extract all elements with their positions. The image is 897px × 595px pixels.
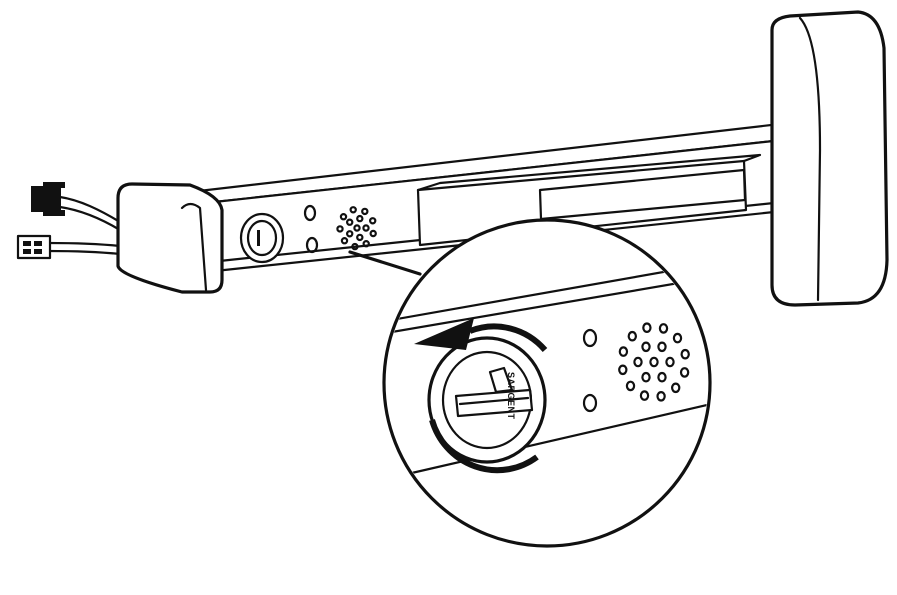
connector-upper-latch-bottom (43, 210, 65, 216)
key: SARGENT (454, 366, 534, 420)
zoom-speaker-dot (656, 390, 666, 402)
connector-lower-pin-2 (34, 241, 42, 246)
key-blade (488, 366, 514, 394)
rail-speaker-dot (362, 239, 370, 248)
rail-speaker-dot (340, 236, 349, 245)
zoom-speaker-dot (627, 330, 638, 342)
rail-hole-lower (305, 236, 319, 254)
rail-speaker-dot (356, 233, 364, 242)
zoom-hole-upper (582, 328, 598, 348)
connector-lower-body (16, 234, 52, 260)
zoom-speaker-dot (672, 332, 683, 344)
zoom-speaker-dot (680, 348, 690, 360)
zoom-speaker-dot (657, 341, 667, 353)
wire-upper-1 (58, 195, 122, 224)
zoom-speaker-dot (679, 367, 690, 378)
wire-lower-1 (46, 241, 122, 248)
zoom-speaker-dot (665, 356, 675, 368)
wire-harness (46, 195, 122, 256)
rail-hole-upper (303, 204, 317, 222)
zoom-rail-bottom-edge (388, 400, 708, 480)
key-ridge (458, 396, 530, 406)
connector-upper-body (31, 186, 61, 212)
zoom-hole-lower (582, 393, 598, 413)
arrow-upper-arc (468, 323, 548, 352)
rail-speaker-dot (362, 224, 370, 232)
end-cap-body (116, 182, 224, 294)
zoom-speaker-dot-center (649, 356, 659, 368)
left-end-cap (116, 182, 224, 294)
rail-speaker-dot (346, 218, 354, 226)
rail-speaker-dot (351, 242, 359, 251)
rail-cylinder-inner (246, 219, 278, 257)
connector-lower-pin-3 (23, 249, 31, 254)
rail-speaker-dot (339, 212, 348, 221)
zoom-speaker-dot (625, 380, 636, 392)
arrow-lower-arc (429, 419, 539, 474)
zoom-speaker-dot (642, 322, 652, 333)
right-end-cap (770, 10, 889, 307)
callout-leader-line (348, 250, 422, 276)
zoom-speaker-dot (639, 390, 650, 401)
connector-lower (16, 234, 52, 260)
key-brand-label: SARGENT (506, 372, 516, 420)
rail-speaker-dot (356, 214, 364, 223)
magnified-callout: SARGENT (382, 218, 712, 548)
key-bow (454, 388, 534, 418)
zoom-speaker-dot (657, 371, 667, 383)
rail-speaker-dot (361, 207, 369, 216)
zoom-speaker-dot (641, 341, 651, 353)
rotation-arrow (414, 318, 548, 474)
zoom-speaker-dot (641, 371, 651, 383)
push-pad-top-edge (416, 153, 762, 192)
zoom-speaker-dot (671, 382, 681, 394)
zoom-speaker-dot (633, 356, 643, 368)
zoom-speaker-dot (618, 364, 628, 376)
rail-keyway (257, 230, 260, 246)
zoom-speaker-dot (658, 323, 669, 334)
arrow-head (414, 318, 474, 350)
rail-screw-holes (303, 204, 319, 254)
push-pad-inner-panel (538, 168, 747, 221)
rail-cylinder (239, 212, 285, 264)
rail-speaker-dot (369, 217, 377, 225)
rail-speaker-dot (349, 206, 357, 214)
wire-upper-2 (58, 205, 122, 232)
connector-lower-pin-4 (34, 249, 42, 254)
rail-speaker-dot-center (353, 224, 361, 232)
connector-upper-latch (43, 182, 65, 188)
connector-upper (31, 182, 65, 216)
rail-speaker-dot (336, 225, 344, 233)
zoom-speaker-grille (618, 322, 690, 402)
connector-lower-pin-1 (23, 241, 31, 246)
zoom-rail-top-edge-2 (386, 274, 708, 336)
zoom-speaker-dot (618, 346, 629, 357)
rail-speaker-dot (369, 229, 377, 238)
right-cap-edge (798, 16, 822, 302)
rail-speaker-grille (336, 206, 377, 251)
rail-speaker-dot (346, 230, 354, 238)
right-cap-body (770, 10, 889, 307)
end-cap-edge (180, 202, 208, 292)
push-pad (416, 153, 762, 247)
wire-lower-2 (46, 249, 122, 256)
zoom-rail-top-edge (386, 260, 708, 324)
